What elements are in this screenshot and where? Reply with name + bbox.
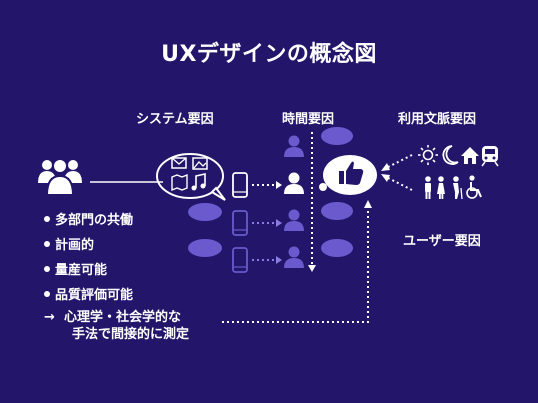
header-system-factors: システム要因 (136, 112, 214, 127)
speech-bubble (321, 239, 353, 257)
right-arrow-icon: → (44, 310, 55, 325)
conclusion-line-1: → 心理学・社会学的な (44, 306, 181, 325)
bullet-item: 品質評価可能 (44, 284, 133, 303)
wheelchair-icon (466, 175, 482, 199)
smartphone-icon (232, 172, 248, 198)
slide-title: UXデザインの概念図 (161, 42, 377, 67)
bullet-dot (44, 241, 50, 247)
house-icon (461, 147, 479, 164)
time-axis-arrowhead (308, 265, 316, 272)
moon-icon (442, 145, 459, 165)
speech-bubble (188, 239, 222, 257)
map-icon (171, 173, 188, 192)
header-context-factors: 利用文脈要因 (398, 112, 477, 127)
speech-bubble (321, 127, 353, 145)
man-icon (425, 176, 431, 199)
person-icon (284, 209, 304, 231)
speech-bubble (188, 203, 222, 221)
measurement-connector (222, 200, 372, 323)
woman-icon (437, 176, 445, 199)
users-group-icon (38, 158, 82, 196)
system-thought-bubble (156, 153, 226, 201)
thumbs-up-icon (339, 161, 364, 185)
person-icon (284, 172, 304, 194)
speech-bubble (321, 202, 353, 220)
smartphone-icon (232, 247, 248, 273)
smartphone-icon (232, 210, 248, 236)
elderly-icon (453, 176, 463, 200)
music-icon (191, 173, 206, 191)
bullet-dot (44, 291, 50, 297)
conclusion-text-1: 心理学・社会学的な (63, 310, 181, 325)
dotted-arrows (252, 181, 282, 264)
thumbs-up-bubble (319, 155, 377, 195)
bullet-item: 計画的 (44, 234, 94, 253)
bullet-text: 品質評価可能 (55, 288, 134, 303)
train-icon (481, 146, 499, 167)
bullet-item: 多部門の共働 (44, 209, 133, 228)
conclusion-line-2: 手法で間接的に測定 (72, 327, 190, 342)
label-user-factors: ユーザー要因 (403, 234, 481, 249)
bullet-text: 量産可能 (55, 263, 108, 278)
image-icon (192, 157, 208, 170)
person-icon (284, 135, 304, 157)
bullet-item: 量産可能 (44, 259, 107, 278)
person-icon (284, 246, 304, 268)
header-time-factors: 時間要因 (282, 112, 335, 127)
mail-icon (171, 157, 187, 169)
bullet-dot (44, 266, 50, 272)
sun-icon (418, 145, 438, 165)
bullet-text: 多部門の共働 (55, 213, 134, 228)
context-arrows (387, 154, 413, 191)
bullet-text: 計画的 (55, 238, 95, 253)
bullet-dot (44, 216, 50, 222)
